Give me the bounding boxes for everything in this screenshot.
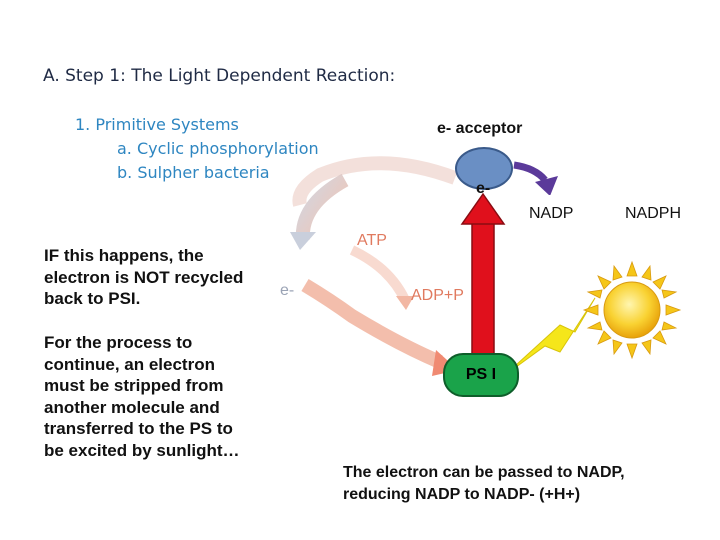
process-note-line: continue, an electron (44, 354, 215, 374)
electron-label-top: e- (476, 180, 491, 197)
outline-item-primitive-systems: 1. Primitive Systems (75, 115, 239, 134)
electron-acceptor-oval (455, 147, 513, 190)
process-note-line: must be stripped from (44, 376, 224, 395)
process-note-line: For the process to (44, 333, 193, 352)
recycle-note-line: electron is NOT recycled (44, 267, 244, 287)
caption-line: reducing NADP to NADP- (+H+) (343, 486, 581, 503)
atp-arc-head (396, 296, 414, 310)
cycle-arc-bottom (301, 278, 443, 369)
recycle-note-line: IF this happens, the (44, 246, 204, 265)
nadph-label: NADPH (625, 205, 682, 222)
purple-arrow (513, 161, 548, 183)
process-note: For the process to continue, an electron… (44, 332, 240, 461)
atp-arc (349, 245, 410, 303)
process-note-line: another molecule and (44, 397, 220, 417)
recycle-note: IF this happens, the electron is NOT rec… (44, 245, 243, 310)
sun-icon (582, 260, 682, 360)
red-arrow-head (460, 192, 506, 225)
cycle-arc-top (292, 156, 458, 207)
recycle-note-line: back to PSI. (44, 289, 141, 308)
ps1-label: PS I (465, 366, 497, 383)
caption-line: The electron can be passed to NADP, (343, 464, 625, 481)
nadp-label: NADP (529, 205, 574, 222)
caption: The electron can be passed to NADP, redu… (343, 462, 625, 506)
outline-item-cyclic: a. Cyclic phosphorylation (117, 139, 319, 158)
acceptor-label: e- acceptor (437, 120, 523, 137)
outline-item-sulpher: b. Sulpher bacteria (117, 163, 270, 182)
process-note-line: be excited by sunlight… (44, 440, 240, 460)
nadp-box (511, 195, 707, 242)
lightning-bolt-icon (504, 297, 596, 376)
slide-title: A. Step 1: The Light Dependent Reaction: (43, 66, 396, 86)
atp-label: ATP (357, 232, 387, 249)
electron-label-left: e- (280, 282, 295, 299)
adp-label: ADP+P (411, 287, 464, 304)
cycle-arrowhead-left (290, 232, 316, 250)
photosystem-one: PS I (443, 353, 519, 397)
purple-arrow-head (535, 176, 558, 196)
process-note-line: transferred to the PS to (44, 419, 233, 438)
red-arrow-shaft (471, 221, 495, 356)
